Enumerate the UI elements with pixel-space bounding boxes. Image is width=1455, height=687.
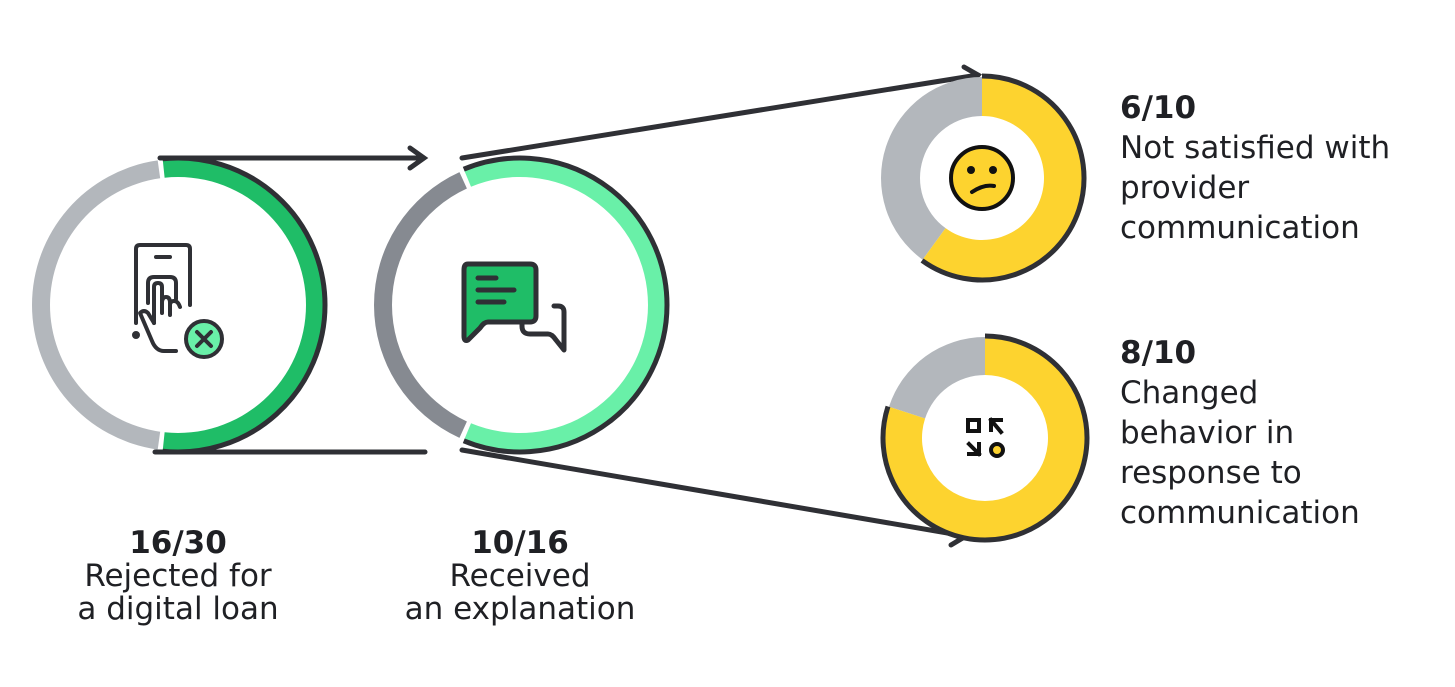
outcome-1-donut-remainder-segment: [881, 77, 982, 260]
outcome-1-donut-value-segment: [922, 77, 1084, 279]
stage-1-donut-outline: [162, 155, 328, 455]
outcome-2-label: 8/10 Changed behavior in response to com…: [1120, 333, 1360, 533]
connector-top-2: [459, 72, 981, 161]
outcome-2-caption-line: response to: [1120, 455, 1302, 491]
stage-1-caption-line2: a digital loan: [77, 591, 279, 627]
outcome-1-caption-line: Not satisfied with: [1120, 130, 1391, 166]
outcome-2-fraction: 8/10: [1120, 335, 1197, 371]
outcome-2-caption-line: behavior in: [1120, 415, 1295, 451]
outcome-1-donut-outline: [920, 73, 1087, 283]
outcome-1-caption-line: communication: [1120, 210, 1360, 246]
swap-arrows-icon: [966, 417, 1005, 458]
stage-2-donut-remainder-segment: [374, 172, 467, 438]
confused-face-icon: [949, 145, 1015, 211]
stage-1-donut-remainder-segment: [32, 160, 161, 450]
outcome-1-label: 6/10 Not satisfied with provider communi…: [1120, 88, 1390, 248]
outcome-1-caption-line: provider: [1120, 170, 1250, 206]
stage-2-donut-outline: [462, 155, 670, 455]
stage-2-caption-line1: Received: [449, 558, 591, 594]
stage-2-caption-line2: an explanation: [404, 591, 636, 627]
connector-bottom-2: [459, 447, 968, 539]
arrowhead-1: [407, 145, 429, 171]
stage-2-fraction: 10/16: [471, 525, 569, 561]
stage-1-caption-line1: Rejected for: [84, 558, 272, 594]
stage-2-label: 10/16 Received an explanation: [360, 527, 680, 626]
stage-1-donut-value-segment: [162, 159, 325, 452]
connector-lines: [152, 64, 982, 548]
outcome-2-caption-line: Changed: [1120, 375, 1259, 411]
outcome-2-donut-outline: [880, 333, 1090, 543]
outcome-2-caption-line: communication: [1120, 495, 1360, 531]
stage-1-label: 16/30 Rejected for a digital loan: [38, 527, 318, 626]
chat-bubbles-icon: [461, 261, 567, 353]
stage-1-fraction: 16/30: [129, 525, 227, 561]
outcome-1-fraction: 6/10: [1120, 90, 1197, 126]
outcome-2-donut-remainder-segment: [888, 337, 985, 419]
phone-touch-reject-icon: [132, 243, 224, 359]
outcome-2-donut-value-segment: [884, 337, 1087, 539]
